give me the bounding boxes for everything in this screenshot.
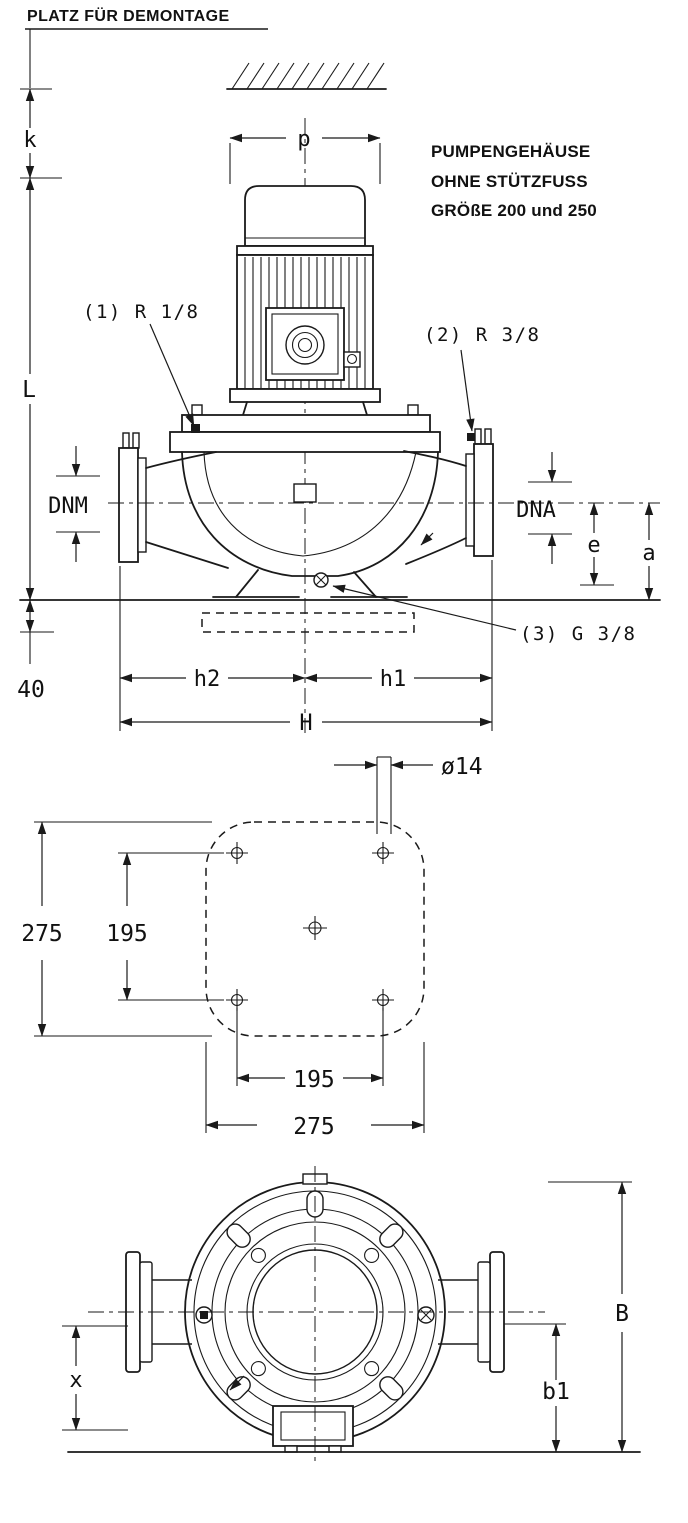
lantern-bolt-left	[191, 404, 203, 416]
callout-2-label: (2) R 3/8	[424, 324, 540, 346]
dim-195h-label: 195	[293, 1067, 335, 1093]
suction-flange-left	[118, 432, 229, 569]
flange-plate-right	[473, 443, 494, 557]
note-line-3: GRÖßE 200 und 250	[431, 201, 597, 220]
dim-B-label: B	[615, 1301, 629, 1327]
dim-H-label: H	[299, 711, 312, 736]
dim-hole-label: ø14	[441, 754, 483, 780]
callout-1-label: (1) R 1/8	[83, 301, 199, 323]
pump-casing	[118, 401, 494, 598]
dim-DNA: DNA	[516, 452, 572, 564]
note-line-2: OHNE STÜTZFUSS	[431, 172, 588, 191]
bolt-hole-bottom-left	[226, 989, 248, 1011]
casing-cover	[169, 431, 441, 453]
callout-plug-2: (2) R 3/8	[424, 324, 540, 432]
dim-base-195-h: 195	[236, 1008, 384, 1093]
lantern-bolt-right	[407, 404, 419, 416]
motor-top-flange	[236, 245, 374, 256]
dim-e: e	[580, 502, 614, 586]
fan-cover	[244, 185, 366, 247]
bolt-hole-top-left	[226, 842, 248, 864]
dim-base-195-v: 195	[106, 852, 224, 1001]
dim-p-label: p	[297, 127, 310, 152]
motor	[229, 185, 381, 403]
bolt-hole-top-right	[372, 842, 394, 864]
plan-view: ø14	[21, 754, 482, 1140]
dim-b1: b1	[504, 1323, 570, 1453]
callout-3-label: (3) G 3/8	[520, 623, 636, 645]
clearance-note: PLATZ FÜR DEMONTAGE	[25, 6, 268, 30]
clearance-title: PLATZ FÜR DEMONTAGE	[27, 6, 230, 25]
dim-275v-label: 275	[21, 921, 63, 947]
baseplate-outline	[205, 821, 425, 1037]
drain-plug	[313, 572, 329, 588]
dim-L-label: L	[22, 377, 36, 403]
dim-DNA-label: DNA	[516, 498, 556, 523]
terminal-box	[265, 307, 345, 381]
volute-inner-line	[203, 451, 417, 557]
dim-B: B	[548, 1181, 632, 1453]
plug-1-feature	[191, 424, 200, 433]
note-line-1: PUMPENGEHÄUSE	[431, 142, 590, 161]
dim-e-label: e	[587, 533, 600, 558]
nameplate-boss	[293, 483, 317, 503]
terminal-box-lid	[271, 313, 339, 375]
dim-h2-h1-H: h2 h1 H	[119, 560, 493, 736]
volute-outline	[181, 451, 439, 577]
dim-40: 40	[17, 599, 54, 703]
dim-p: p	[229, 127, 381, 184]
dim-DNM-label: DNM	[48, 494, 88, 519]
lantern-flange	[181, 414, 431, 433]
cable-gland	[285, 325, 325, 365]
plug-2-feature	[467, 433, 475, 441]
side-plug-left	[195, 1306, 213, 1324]
cover-bolts	[250, 1247, 380, 1377]
side-plug-right	[417, 1306, 435, 1324]
dim-40-label: 40	[17, 677, 45, 703]
optional-base-outline	[201, 612, 415, 633]
dim-b1-label: b1	[542, 1379, 570, 1405]
gland-side	[343, 351, 361, 368]
flow-arrow	[420, 532, 434, 546]
dim-275h-label: 275	[293, 1114, 335, 1140]
dim-195v-label: 195	[106, 921, 148, 947]
dim-x-label: x	[69, 1368, 82, 1393]
dim-a-label: a	[642, 541, 655, 566]
housing-note: PUMPENGEHÄUSE OHNE STÜTZFUSS GRÖßE 200 u…	[431, 142, 597, 220]
dim-x: x	[62, 1325, 128, 1431]
dim-k-label: k	[23, 128, 36, 153]
flange-plate-left	[118, 447, 139, 563]
discharge-flange-right	[403, 428, 494, 565]
front-view: B b1 x	[62, 1166, 641, 1462]
callout-plug-1: (1) R 1/8	[83, 301, 199, 427]
ceiling-hatch	[226, 62, 387, 90]
dim-k: k	[20, 29, 62, 179]
dim-L: L	[22, 177, 36, 601]
callout-plug-3: (3) G 3/8	[332, 584, 636, 645]
dim-base-275-h: 275	[205, 1042, 425, 1140]
dim-DNM: DNM	[48, 446, 100, 562]
bolt-hole-bottom-right	[372, 989, 394, 1011]
front-flow-arrow	[229, 1375, 245, 1391]
center-mark	[303, 916, 327, 940]
dim-h1-label: h1	[380, 667, 407, 692]
dim-h2-label: h2	[194, 667, 221, 692]
motor-bottom-flange	[229, 388, 381, 403]
terminal-box-front	[272, 1405, 354, 1453]
dim-hole-dia: ø14	[334, 754, 483, 834]
support-feet	[212, 569, 408, 598]
side-view: PLATZ FÜR DEMONTAGE PUMPENGEHÄUSE OHNE S…	[17, 6, 661, 736]
casing-spigot-ring	[224, 1221, 406, 1403]
dim-a: a	[642, 502, 656, 601]
dim-base-275-v: 275	[21, 821, 212, 1037]
